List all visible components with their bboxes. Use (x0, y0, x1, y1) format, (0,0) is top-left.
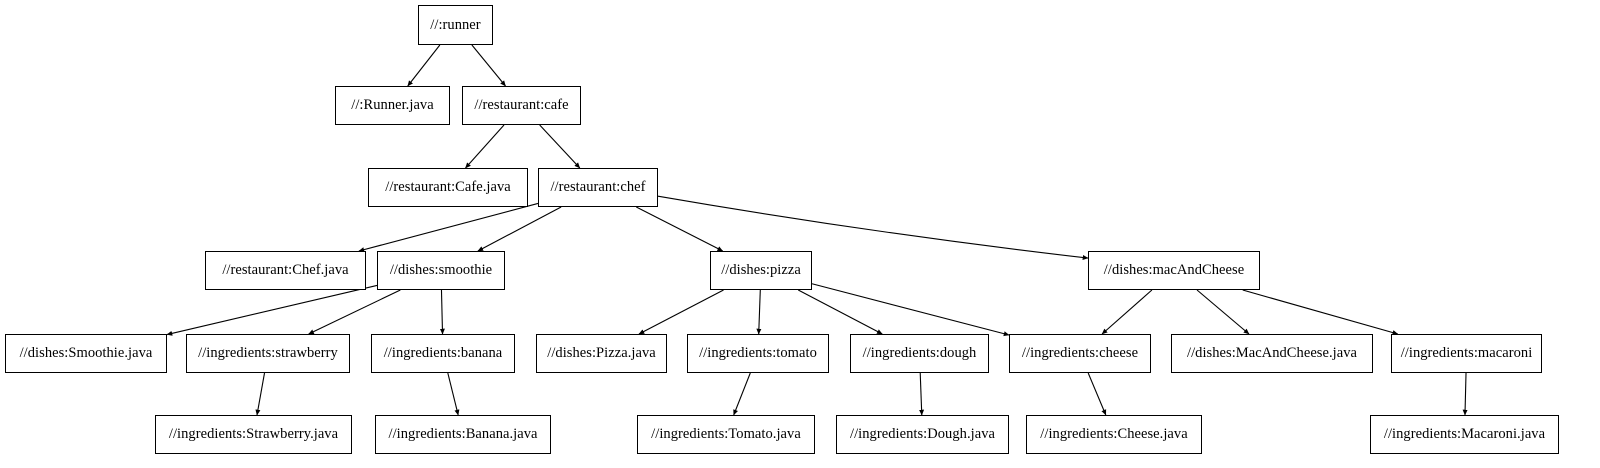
graph-node-label: //ingredients:Banana.java (388, 426, 538, 443)
graph-node-ing-cheese[interactable]: //ingredients:cheese (1009, 334, 1151, 373)
graph-edge-dishes-pizza-to-ing-cheese (811, 283, 1010, 337)
graph-node-pizza-java[interactable]: //dishes:Pizza.java (536, 334, 667, 373)
graph-node-macaroni-java[interactable]: //ingredients:Macaroni.java (1370, 415, 1559, 454)
graph-node-mac-java[interactable]: //dishes:MacAndCheese.java (1171, 334, 1373, 373)
graph-edge-restaurant-chef-to-dishes-mac (657, 195, 1089, 261)
graph-edge-restaurant-cafe-to-cafe-java (465, 124, 505, 169)
graph-edge-restaurant-cafe-to-restaurant-chef (539, 124, 581, 169)
graph-node-label: //restaurant:chef (550, 179, 646, 196)
graph-node-chef-java[interactable]: //restaurant:Chef.java (205, 251, 366, 290)
graph-edge-dishes-pizza-to-ing-tomato (756, 289, 762, 335)
graph-node-label: //ingredients:Cheese.java (1040, 426, 1188, 443)
graph-edge-dishes-mac-to-ing-cheese (1101, 289, 1153, 335)
graph-node-dishes-pizza[interactable]: //dishes:pizza (710, 251, 812, 290)
graph-node-label: //:Runner.java (351, 97, 434, 114)
graph-node-label: //ingredients:macaroni (1400, 345, 1533, 362)
graph-node-label: //ingredients:cheese (1021, 345, 1139, 362)
graph-node-label: //ingredients:Macaroni.java (1383, 426, 1546, 443)
graph-node-banana-java[interactable]: //ingredients:Banana.java (375, 415, 551, 454)
graph-edge-ing-cheese-to-cheese-java (1087, 372, 1107, 416)
graph-node-label: //restaurant:Cafe.java (385, 179, 511, 196)
graph-node-label: //dishes:macAndCheese (1103, 262, 1245, 279)
graph-node-label: //restaurant:cafe (474, 97, 569, 114)
graph-node-label: //ingredients:strawberry (198, 345, 338, 362)
graph-edge-ing-banana-to-banana-java (447, 372, 460, 416)
graph-node-label: //ingredients:banana (383, 345, 503, 362)
graph-node-ing-strawberry[interactable]: //ingredients:strawberry (186, 334, 350, 373)
graph-node-label: //dishes:smoothie (389, 262, 493, 279)
graph-node-label: //:runner (430, 16, 481, 33)
graph-node-strawberry-java[interactable]: //ingredients:Strawberry.java (155, 415, 352, 454)
graph-node-restaurant-cafe[interactable]: //restaurant:cafe (462, 86, 581, 125)
graph-node-label: //ingredients:Dough.java (850, 426, 995, 443)
graph-edge-ing-macaroni-to-macaroni-java (1462, 372, 1468, 416)
graph-node-restaurant-chef[interactable]: //restaurant:chef (538, 168, 658, 207)
graph-edge-ing-tomato-to-tomato-java (733, 372, 751, 416)
graph-node-ing-tomato[interactable]: //ingredients:tomato (687, 334, 829, 373)
graph-edge-ing-dough-to-dough-java (919, 372, 925, 416)
graph-node-ing-banana[interactable]: //ingredients:banana (371, 334, 515, 373)
graph-edge-dishes-smoothie-to-smoothie-java (166, 284, 378, 336)
graph-node-smoothie-java[interactable]: //dishes:Smoothie.java (5, 334, 167, 373)
graph-edge-restaurant-chef-to-dishes-smoothie (477, 206, 562, 252)
graph-node-label: //ingredients:Strawberry.java (168, 426, 339, 443)
graph-node-label: //dishes:Smoothie.java (19, 345, 153, 362)
graph-node-cheese-java[interactable]: //ingredients:Cheese.java (1026, 415, 1202, 454)
graph-node-runner-java[interactable]: //:Runner.java (335, 86, 450, 125)
graph-node-label: //ingredients:dough (862, 345, 977, 362)
graph-node-dishes-mac[interactable]: //dishes:macAndCheese (1088, 251, 1260, 290)
graph-edge-runner-to-runner-java (407, 44, 441, 87)
graph-edge-dishes-smoothie-to-ing-banana (439, 289, 445, 335)
graph-edge-runner-to-restaurant-cafe (471, 44, 506, 87)
graph-node-label: //dishes:pizza (721, 262, 801, 279)
graph-edge-dishes-pizza-to-pizza-java (638, 289, 724, 335)
graph-node-label: //dishes:Pizza.java (547, 345, 656, 362)
graph-node-label: //ingredients:tomato (699, 345, 817, 362)
graph-edge-dishes-smoothie-to-ing-strawberry (308, 289, 401, 335)
graph-node-dishes-smoothie[interactable]: //dishes:smoothie (377, 251, 505, 290)
graph-node-label: //restaurant:Chef.java (222, 262, 349, 279)
graph-node-tomato-java[interactable]: //ingredients:Tomato.java (637, 415, 815, 454)
graph-node-label: //ingredients:Tomato.java (651, 426, 801, 443)
graph-node-cafe-java[interactable]: //restaurant:Cafe.java (368, 168, 528, 207)
graph-node-runner[interactable]: //:runner (418, 5, 493, 45)
graph-node-label: //dishes:MacAndCheese.java (1186, 345, 1358, 362)
graph-node-dough-java[interactable]: //ingredients:Dough.java (836, 415, 1009, 454)
graph-edge-dishes-mac-to-mac-java (1196, 289, 1250, 335)
graph-edge-restaurant-chef-to-chef-java (358, 202, 539, 253)
graph-node-ing-macaroni[interactable]: //ingredients:macaroni (1391, 334, 1542, 373)
graph-edge-dishes-mac-to-ing-macaroni (1242, 289, 1399, 335)
graph-node-ing-dough[interactable]: //ingredients:dough (850, 334, 989, 373)
graph-edge-dishes-pizza-to-ing-dough (797, 289, 883, 335)
graph-edge-ing-strawberry-to-strawberry-java (255, 372, 266, 416)
graph-edge-restaurant-chef-to-dishes-pizza (636, 206, 724, 252)
